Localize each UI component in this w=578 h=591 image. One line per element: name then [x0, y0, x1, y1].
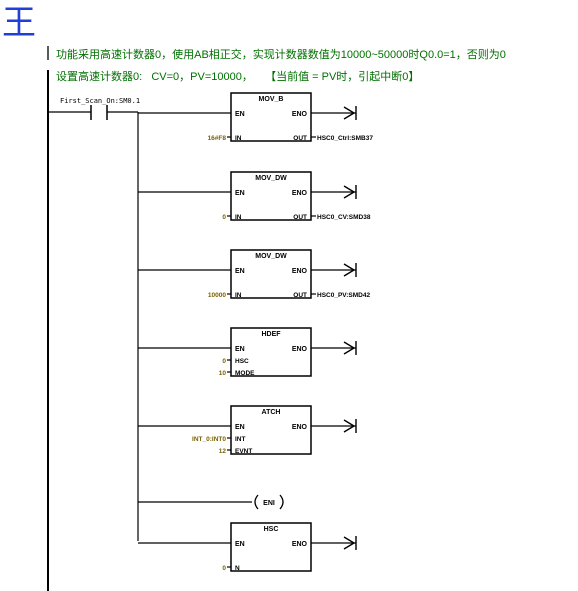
- pin-in: IN: [235, 292, 242, 299]
- block-title: HSC: [264, 526, 279, 533]
- operand-out: HSC0_Ctrl:SMB37: [317, 135, 373, 142]
- en-label: EN: [235, 541, 245, 548]
- operand-int: INT_0:INT0: [192, 436, 226, 443]
- eno-label: ENO: [292, 190, 308, 197]
- eno-label: ENO: [292, 268, 308, 275]
- en-label: EN: [235, 268, 245, 275]
- pin-in: IN: [235, 214, 242, 221]
- eni-coil[interactable]: ENI: [138, 494, 284, 510]
- pin-out: OUT: [293, 214, 307, 221]
- block-mov-b[interactable]: MOV_B EN ENO IN 16#F8 OUT HSC0_Ctrl:SMB37: [138, 92, 373, 142]
- contact-label: First_Scan_On:SM0.1: [60, 97, 140, 105]
- block-hsc[interactable]: HSC EN ENO N 0: [138, 522, 357, 572]
- eni-label: ENI: [263, 500, 275, 507]
- block-title: HDEF: [261, 331, 281, 338]
- pin-n: N: [235, 565, 240, 572]
- block-mov-dw[interactable]: MOV_DW EN ENO IN 0 OUT HSC0_CV:SMD38: [138, 171, 371, 221]
- en-label: EN: [235, 190, 245, 197]
- block-box: [230, 405, 312, 455]
- operand-in: 0: [222, 214, 226, 221]
- operand-evnt: 12: [219, 448, 227, 455]
- operand-hsc: 0: [222, 358, 226, 365]
- eno-label: ENO: [292, 346, 308, 353]
- eno-arrow-icon: [343, 419, 356, 433]
- network-comment: 功能采用高速计数器0，使用AB相正交，实现计数器数值为10000~50000时Q…: [56, 47, 506, 61]
- eno-label: ENO: [292, 541, 308, 548]
- block-box: [230, 249, 312, 299]
- eno-label: ENO: [292, 424, 308, 431]
- eni-left-paren: [254, 494, 259, 510]
- eni-right-paren: [279, 494, 284, 510]
- eno-arrow-icon: [343, 341, 356, 355]
- block-box: [230, 92, 312, 142]
- operand-mode: 10: [219, 370, 227, 377]
- operand-out: HSC0_CV:SMD38: [317, 214, 371, 221]
- pin-out: OUT: [293, 292, 307, 299]
- en-label: EN: [235, 111, 245, 118]
- pin-evnt: EVNT: [235, 448, 252, 455]
- pin-out: OUT: [293, 135, 307, 142]
- pin-hsc: HSC: [235, 358, 249, 365]
- pin-in: IN: [235, 135, 242, 142]
- eno-arrow-icon: [343, 263, 356, 277]
- block-title: MOV_DW: [255, 253, 287, 260]
- eno-arrow-icon: [343, 106, 356, 120]
- eno-arrow-icon: [343, 185, 356, 199]
- block-title: ATCH: [262, 409, 281, 416]
- block-title: MOV_B: [259, 96, 284, 103]
- block-box: [230, 522, 312, 572]
- en-label: EN: [235, 346, 245, 353]
- eno-arrow-icon: [343, 536, 356, 550]
- handwritten-mark: 王: [2, 3, 36, 43]
- network-subcomment: 设置高速计数器0: CV=0，PV=10000， 【当前值 = PV时，引起中断…: [56, 69, 419, 83]
- block-box: [230, 327, 312, 377]
- pin-int: INT: [235, 436, 246, 443]
- en-label: EN: [235, 424, 245, 431]
- block-title: MOV_DW: [255, 175, 287, 182]
- contact-first-scan[interactable]: First_Scan_On:SM0.1: [48, 97, 140, 120]
- operand-in: 10000: [208, 292, 226, 299]
- pin-mode: MODE: [235, 370, 255, 377]
- block-mov-dw[interactable]: MOV_DW EN ENO IN 10000 OUT HSC0_PV:SMD42: [138, 249, 370, 299]
- operand-n: 0: [222, 565, 226, 572]
- operand-in: 16#F8: [208, 135, 227, 142]
- block-box: [230, 171, 312, 221]
- operand-out: HSC0_PV:SMD42: [317, 292, 370, 299]
- eno-label: ENO: [292, 111, 308, 118]
